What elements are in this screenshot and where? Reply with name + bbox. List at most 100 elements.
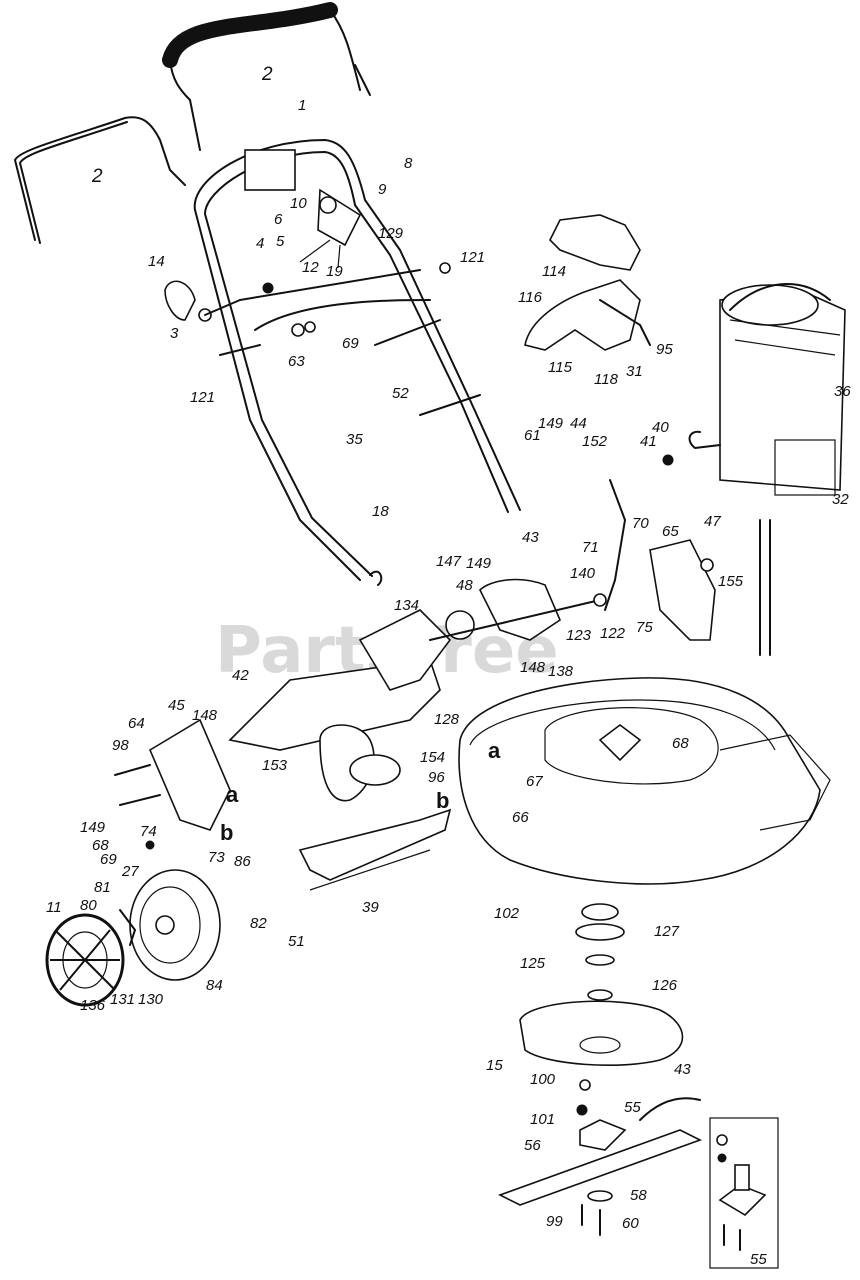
part-label-131: 131 xyxy=(110,991,135,1008)
part-label-14: 14 xyxy=(148,253,165,270)
part-label-121: 121 xyxy=(460,249,485,266)
part-label-64: 64 xyxy=(128,715,145,732)
part-label-9: 9 xyxy=(378,181,387,198)
part-label-52: 52 xyxy=(392,385,409,402)
control-bail-rod xyxy=(14,116,186,244)
part-label-18: 18 xyxy=(372,503,389,520)
part-label-96: 96 xyxy=(428,769,445,786)
part-label-2: 2 xyxy=(91,166,103,187)
part-label-115: 115 xyxy=(548,359,573,376)
part-label-147: 147 xyxy=(436,553,462,570)
mower-deck xyxy=(458,519,831,885)
part-label-32: 32 xyxy=(832,491,849,508)
part-label-149: 149 xyxy=(80,819,106,836)
part-label-74: 74 xyxy=(140,823,157,840)
part-label-101: 101 xyxy=(530,1111,555,1128)
part-label-40: 40 xyxy=(652,419,669,436)
part-label-66: 66 xyxy=(512,809,529,826)
part-label-121: 121 xyxy=(190,389,215,406)
part-label-47: 47 xyxy=(704,513,721,530)
part-label-58: 58 xyxy=(630,1187,647,1204)
part-label-155: 155 xyxy=(718,573,744,590)
part-label-60: 60 xyxy=(622,1215,639,1232)
part-label-4: 4 xyxy=(256,235,264,252)
part-label-a: a xyxy=(226,782,239,807)
part-label-128: 128 xyxy=(434,711,460,728)
part-label-140: 140 xyxy=(570,565,596,582)
part-label-12: 12 xyxy=(302,259,319,276)
part-label-130: 130 xyxy=(138,991,164,1008)
part-label-71: 71 xyxy=(582,539,599,556)
part-label-a: a xyxy=(488,738,501,763)
grass-bag-frame xyxy=(524,214,651,351)
part-label-65: 65 xyxy=(662,523,679,540)
part-label-5: 5 xyxy=(276,233,285,250)
part-label-27: 27 xyxy=(121,863,139,880)
part-label-43: 43 xyxy=(674,1061,691,1078)
part-label-116: 116 xyxy=(518,289,543,306)
part-label-8: 8 xyxy=(404,155,413,172)
part-label-61: 61 xyxy=(524,427,541,444)
part-label-b: b xyxy=(436,788,449,813)
part-label-152: 152 xyxy=(582,433,608,450)
part-label-15: 15 xyxy=(486,1057,503,1074)
part-label-19: 19 xyxy=(326,263,343,280)
part-label-153: 153 xyxy=(262,757,288,774)
part-label-56: 56 xyxy=(524,1137,541,1154)
part-label-138: 138 xyxy=(548,663,574,680)
part-label-69: 69 xyxy=(342,335,359,352)
part-label-126: 126 xyxy=(652,977,678,994)
part-label-69: 69 xyxy=(100,851,117,868)
part-label-11: 11 xyxy=(46,899,62,916)
part-label-127: 127 xyxy=(654,923,680,940)
part-label-102: 102 xyxy=(494,905,520,922)
part-label-68: 68 xyxy=(672,735,689,752)
part-label-149: 149 xyxy=(466,555,492,572)
part-label-41: 41 xyxy=(640,433,657,450)
upper-handle-frame xyxy=(193,139,521,581)
part-label-84: 84 xyxy=(206,977,223,994)
part-label-55: 55 xyxy=(750,1251,767,1268)
part-label-122: 122 xyxy=(600,625,626,642)
part-label-81: 81 xyxy=(94,879,111,896)
part-label-70: 70 xyxy=(632,515,649,532)
part-label-1: 1 xyxy=(298,97,306,114)
height-adjuster xyxy=(114,718,231,850)
part-label-129: 129 xyxy=(378,225,404,242)
part-label-148: 148 xyxy=(192,707,218,724)
part-label-118: 118 xyxy=(594,371,619,388)
handle-hardware xyxy=(164,239,481,586)
part-label-51: 51 xyxy=(288,933,305,950)
part-label-136: 136 xyxy=(80,997,106,1014)
inset-detail-box xyxy=(709,1117,779,1269)
part-label-123: 123 xyxy=(566,627,592,644)
part-label-67: 67 xyxy=(526,773,543,790)
part-label-149: 149 xyxy=(538,415,564,432)
part-label-100: 100 xyxy=(530,1071,556,1088)
part-label-98: 98 xyxy=(112,737,129,754)
drive-assembly xyxy=(319,479,716,802)
part-label-154: 154 xyxy=(420,749,445,766)
part-label-63: 63 xyxy=(288,353,305,370)
part-label-b: b xyxy=(220,820,233,845)
part-label-148: 148 xyxy=(520,659,546,676)
part-label-2: 2 xyxy=(261,64,273,85)
part-label-42: 42 xyxy=(232,667,249,684)
part-label-99: 99 xyxy=(546,1213,563,1230)
rear-shield xyxy=(228,609,452,891)
part-label-95: 95 xyxy=(656,341,673,358)
part-label-73: 73 xyxy=(208,849,225,866)
part-label-114: 114 xyxy=(542,263,566,280)
part-label-134: 134 xyxy=(394,597,419,614)
part-label-3: 3 xyxy=(170,325,179,342)
blade-assembly xyxy=(497,903,703,1236)
part-label-55: 55 xyxy=(624,1099,641,1116)
engine xyxy=(662,283,846,496)
part-labels: 2 2 1 8 9 10 6 5 4 12 19 129 14 121 3 63… xyxy=(46,64,851,1268)
part-label-44: 44 xyxy=(570,415,587,432)
wheel-assembly xyxy=(45,869,221,1007)
part-label-75: 75 xyxy=(636,619,653,636)
part-label-45: 45 xyxy=(168,697,185,714)
part-label-6: 6 xyxy=(274,211,283,228)
